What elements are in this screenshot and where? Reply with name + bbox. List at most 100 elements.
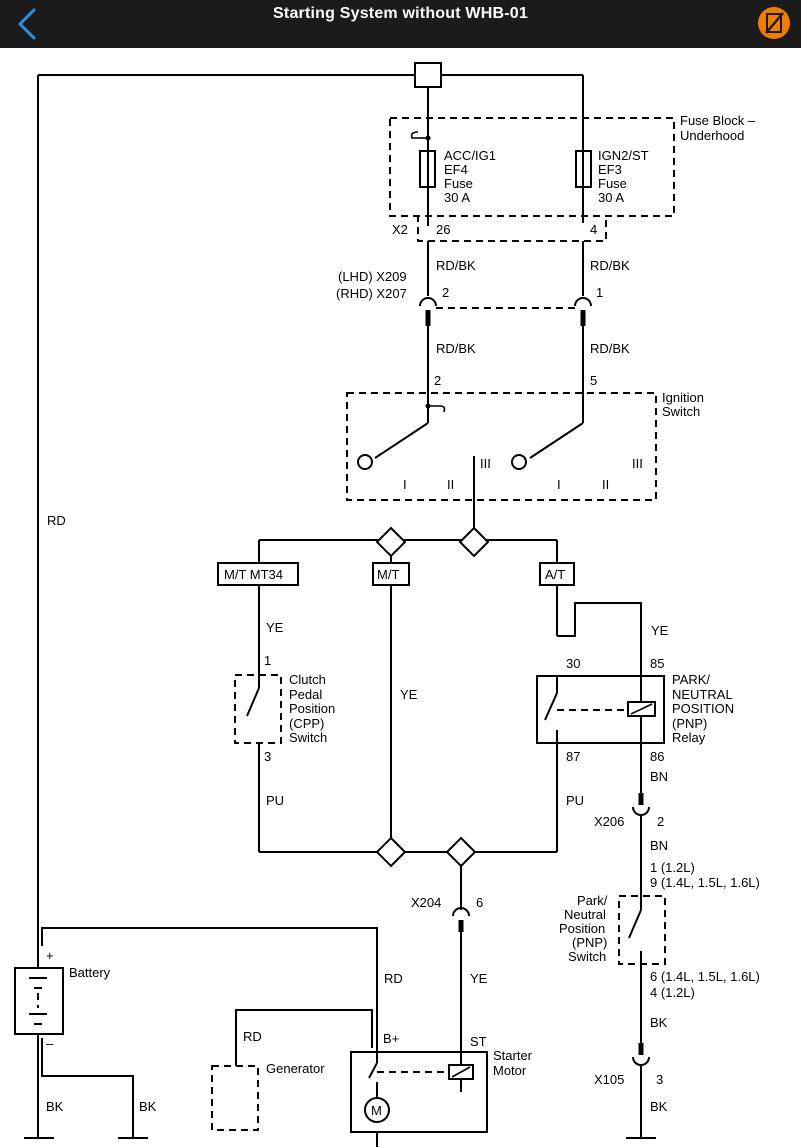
svg-text:RD/BK: RD/BK [436,258,476,273]
svg-text:5: 5 [590,373,597,388]
svg-text:A/T: A/T [545,567,565,582]
svg-text:Generator: Generator [266,1061,325,1076]
svg-text:YE: YE [470,971,488,986]
svg-text:YE: YE [266,620,284,635]
svg-text:POSITION: POSITION [672,701,734,716]
svg-text:RD/BK: RD/BK [590,258,630,273]
svg-text:YE: YE [400,687,418,702]
svg-text:ST: ST [470,1034,487,1049]
svg-text:M/T MT34: M/T MT34 [224,567,283,582]
svg-text:Fuse: Fuse [444,176,473,191]
power-feed [37,62,584,926]
svg-text:Pedal: Pedal [289,687,322,702]
svg-text:(CPP): (CPP) [289,716,324,731]
svg-text:86: 86 [650,749,664,764]
fuse-ef4: ACC/IG1 EF4 Fuse 30 A 26 [419,148,496,237]
svg-text:4 (1.2L): 4 (1.2L) [650,985,695,1000]
wires-upper: RD/BK RD/BK [427,241,630,296]
svg-text:2: 2 [434,373,441,388]
ignition-switch: Ignition Switch 2 5 III I II I II III [346,373,704,540]
wires-mid: RD/BK RD/BK [427,326,630,423]
svg-text:3: 3 [264,749,271,764]
splice-bus-lower [259,836,557,910]
connector-x209: (LHD) X209 (RHD) X207 2 1 [336,269,603,326]
svg-text:(PNP): (PNP) [672,716,707,731]
svg-text:2: 2 [657,814,664,829]
svg-text:M: M [371,1103,382,1118]
svg-text:II: II [447,477,454,492]
svg-text:RD/BK: RD/BK [590,341,630,356]
svg-text:X105: X105 [594,1072,624,1087]
svg-text:4: 4 [590,222,597,237]
svg-text:Ignition: Ignition [662,390,704,405]
svg-text:(PNP): (PNP) [572,935,607,950]
svg-text:BK: BK [650,1099,668,1114]
svg-text:PARK/: PARK/ [672,672,710,687]
svg-text:1: 1 [596,285,603,300]
svg-text:RD: RD [384,971,403,986]
svg-text:RD: RD [243,1029,262,1044]
svg-text:Underhood: Underhood [680,128,744,143]
svg-text:Starter: Starter [493,1048,533,1063]
svg-text:I: I [557,477,561,492]
svg-text:Clutch: Clutch [289,672,326,687]
fuse-block: Fuse Block – Underhood X2 [389,113,756,242]
svg-text:EF3: EF3 [598,162,622,177]
svg-text:III: III [632,456,643,471]
svg-text:II: II [602,477,609,492]
mt-branch: YE [390,585,418,838]
svg-text:–: – [46,1036,54,1051]
svg-text:Relay: Relay [672,730,706,745]
svg-text:6: 6 [476,895,483,910]
svg-text:B+: B+ [383,1031,399,1046]
edit-note-icon[interactable] [757,6,791,40]
generator: RD Generator [211,1009,373,1131]
pnp-switch-circuit: BN X206 2 BN 1 (1.2L) 9 (1.4L, 1.5L, 1.6… [559,743,760,1139]
svg-text:1: 1 [264,653,271,668]
svg-text:(RHD) X207: (RHD) X207 [336,286,407,301]
svg-text:Position: Position [559,921,605,936]
svg-text:Neutral: Neutral [564,907,606,922]
svg-text:I: I [403,477,407,492]
starter-motor: B+ Starter Motor M [350,1031,533,1147]
cpp-switch: YE 1 3 Clutch Pedal Position (CPP) Switc… [234,585,335,852]
svg-text:9 (1.4L, 1.5L, 1.6L): 9 (1.4L, 1.5L, 1.6L) [650,875,760,890]
svg-text:NEUTRAL: NEUTRAL [672,687,733,702]
svg-text:2: 2 [442,285,449,300]
svg-text:YE: YE [651,623,669,638]
svg-text:ACC/IG1: ACC/IG1 [444,148,496,163]
svg-text:IGN2/ST: IGN2/ST [598,148,649,163]
svg-text:6 (1.4L, 1.5L, 1.6L): 6 (1.4L, 1.5L, 1.6L) [650,969,760,984]
svg-text:X206: X206 [594,814,624,829]
svg-text:BN: BN [650,769,668,784]
svg-text:+: + [46,948,54,963]
svg-text:87: 87 [566,749,580,764]
svg-text:RD/BK: RD/BK [436,341,476,356]
svg-text:(LHD) X209: (LHD) X209 [338,269,407,284]
svg-text:EF4: EF4 [444,162,468,177]
svg-text:30 A: 30 A [444,190,470,205]
splice-bus-upper [258,526,558,563]
option-labels: M/T MT34 M/T A/T [217,562,575,586]
svg-text:Switch: Switch [662,404,700,419]
svg-text:RD: RD [47,513,66,528]
svg-text:Position: Position [289,701,335,716]
svg-text:30 A: 30 A [598,190,624,205]
wiring-diagram: Fuse Block – Underhood X2 ACC/IG1 EF4 Fu… [14,62,760,1147]
top-bar: Starting System without WHB-01 [0,0,801,48]
svg-text:III: III [480,456,491,471]
svg-text:85: 85 [650,656,664,671]
svg-text:X204: X204 [411,895,441,910]
svg-text:BK: BK [650,1015,668,1030]
svg-text:BK: BK [139,1099,157,1114]
pnp-relay: YE 30 85 87 86 PARK/ NEUTRAL POSITION (P… [536,585,734,852]
svg-text:BK: BK [46,1099,64,1114]
svg-text:X2: X2 [392,222,408,237]
chevron-left-icon[interactable] [10,6,46,42]
svg-text:PU: PU [566,793,584,808]
svg-text:PU: PU [266,793,284,808]
svg-text:Switch: Switch [568,949,606,964]
svg-text:Battery: Battery [69,965,111,980]
svg-text:M/T: M/T [377,567,399,582]
svg-text:1 (1.2L): 1 (1.2L) [650,860,695,875]
